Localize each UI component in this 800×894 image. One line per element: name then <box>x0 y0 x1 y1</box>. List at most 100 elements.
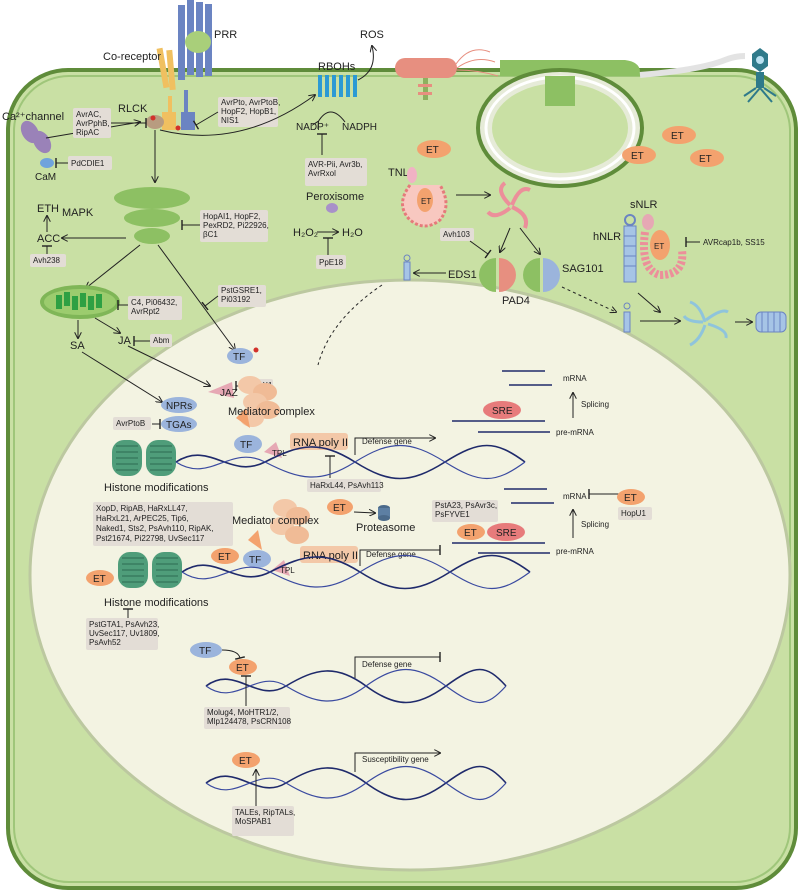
mapk-cascade <box>114 187 190 244</box>
et-proteasome <box>327 499 353 515</box>
effector-avrpto: AvrPto, AvrPtoB,HopF2, HopB1,NIS1 <box>221 98 280 125</box>
svg-text:ET: ET <box>421 197 431 206</box>
tf-nucleus-1 <box>234 435 262 453</box>
cam-protein <box>40 158 54 168</box>
mediator-label-2: Mediator complex <box>232 515 319 527</box>
nucleosome-1 <box>112 440 176 476</box>
tpl-label-1: TPL <box>272 449 287 458</box>
rbohs-label: RBOHs <box>318 61 356 73</box>
pad4-label: PAD4 <box>502 295 530 307</box>
et-label-sre: ET <box>464 528 477 539</box>
tgas <box>161 416 197 432</box>
tgas-label: TGAs <box>166 420 192 431</box>
eth-label: ETH <box>37 203 59 215</box>
pre-mrna-label-2: pre-mRNA <box>556 547 594 556</box>
dashed-arrow-to-hnlr <box>561 286 616 312</box>
sag101-label: SAG101 <box>562 263 604 275</box>
effector-pstgsre1: PstGSRE1,Pi03192 <box>221 286 262 304</box>
mrna-label-2: mRNA <box>563 492 587 501</box>
peroxisome <box>326 203 338 213</box>
jaz-label: JAZ <box>220 388 238 399</box>
mrna-label-1: mRNA <box>563 374 587 383</box>
hnlr-label: hNLR <box>593 231 621 243</box>
co-receptor <box>156 47 176 130</box>
rna-pol-label-1: RNA poly II <box>293 437 348 449</box>
histone-label-2: Histone modifications <box>104 597 209 609</box>
effector-psta23: PstA23, PsAvr3c,PsFYVE1 <box>435 501 497 519</box>
svg-text:ET: ET <box>654 242 664 251</box>
effector-abm: Abm <box>153 336 170 345</box>
tnl-resistosome <box>486 181 531 229</box>
defense-gene-label-1: Defense gene <box>362 437 412 446</box>
proteasome-label: Proteasome <box>356 522 415 534</box>
cam-label: CaM <box>35 172 56 183</box>
prr-receptor <box>178 0 212 130</box>
effector-pdcdie1: PdCDIE1 <box>71 159 105 168</box>
effector-ppe18: PpE18 <box>319 258 344 267</box>
eds1-pad4 <box>479 258 516 292</box>
rna-pol-2 <box>300 546 358 563</box>
tf-nuc-label-3: TF <box>199 646 211 657</box>
mapk-label: MAPK <box>62 207 94 219</box>
et-hopu1 <box>617 489 645 505</box>
splicing-label-1: Splicing <box>581 400 609 409</box>
histone-label-1: Histone modifications <box>104 482 209 494</box>
nadph-label: NADPH <box>342 122 377 133</box>
et-label-nucleus-1: ET <box>218 552 231 563</box>
et-label-histone: ET <box>93 574 106 585</box>
ros-label: ROS <box>360 29 384 41</box>
et-cyto-2 <box>662 126 696 144</box>
tf-nucleus-3 <box>190 642 222 658</box>
rlck-kinase <box>146 115 164 129</box>
et-defense-3 <box>229 659 257 675</box>
ca-channel-label: Ca²⁺channel <box>2 111 64 123</box>
phage <box>639 48 777 103</box>
dashed-arrow-to-nucleus <box>317 284 383 366</box>
pre-mrna-label-1: pre-mRNA <box>556 428 594 437</box>
peroxisome-label: Peroxisome <box>306 191 364 203</box>
tf-nuc-label-2: TF <box>249 555 261 566</box>
tf-nucleus-2 <box>243 550 271 568</box>
ja-label: JA <box>118 335 132 347</box>
rlck-label: RLCK <box>118 103 148 115</box>
rna-pol-1 <box>290 433 348 450</box>
nprs-label: NPRs <box>166 401 192 412</box>
et-label-defense-3: ET <box>236 663 249 674</box>
nucleosome-2 <box>118 552 182 588</box>
effector-pstgta1: PstGTA1, PsAvh23,UvSec117, Uv1809,PsAvh5… <box>89 620 160 647</box>
rboh-channel <box>318 75 357 97</box>
et-cyto-1 <box>417 140 451 158</box>
proteasome <box>378 505 390 521</box>
et-label-cyto-4: ET <box>699 154 712 165</box>
susceptibility-gene-label: Susceptibility gene <box>362 755 429 764</box>
rna-pol-label-2: RNA poly II <box>303 550 358 562</box>
sre-1 <box>483 401 521 419</box>
et-label-proteasome: ET <box>333 503 346 514</box>
effector-hopu1: HopU1 <box>621 509 646 518</box>
et-label-cyto-3: ET <box>631 151 644 162</box>
effector-avh103: Avh103 <box>443 230 471 239</box>
hnlr-receptor <box>623 214 637 283</box>
tnl-receptor: ET <box>401 167 448 228</box>
et-label-cyto-2: ET <box>671 131 684 142</box>
et-cyto-4 <box>690 149 724 167</box>
defense-gene-label-3: Defense gene <box>362 660 412 669</box>
h2o-label: H₂O <box>342 227 363 239</box>
chloroplast <box>40 285 120 319</box>
tnl-label: TNL <box>388 167 409 179</box>
effector-hopai1: HopAI1, HopF2,PexRD2, Pi22926,βC1 <box>203 212 269 239</box>
eds1-sag101 <box>523 258 560 292</box>
snlr-label: sNLR <box>630 199 658 211</box>
effector-avrac: AvrAC,AvrPphB,RipAC <box>76 110 110 137</box>
splicing-label-2: Splicing <box>581 520 609 529</box>
eds1-label: EDS1 <box>448 269 477 281</box>
mediator-complex-1 <box>236 376 280 428</box>
nadp-label: NADP⁺ <box>296 122 329 133</box>
tf-cyto-label: TF <box>233 352 245 363</box>
et-sre <box>457 524 485 540</box>
helper-nlr-2 <box>623 302 631 333</box>
tf-nuc-label-1: TF <box>240 440 252 451</box>
resistosome-1 <box>682 300 729 347</box>
tpl-label-2: TPL <box>280 566 295 575</box>
